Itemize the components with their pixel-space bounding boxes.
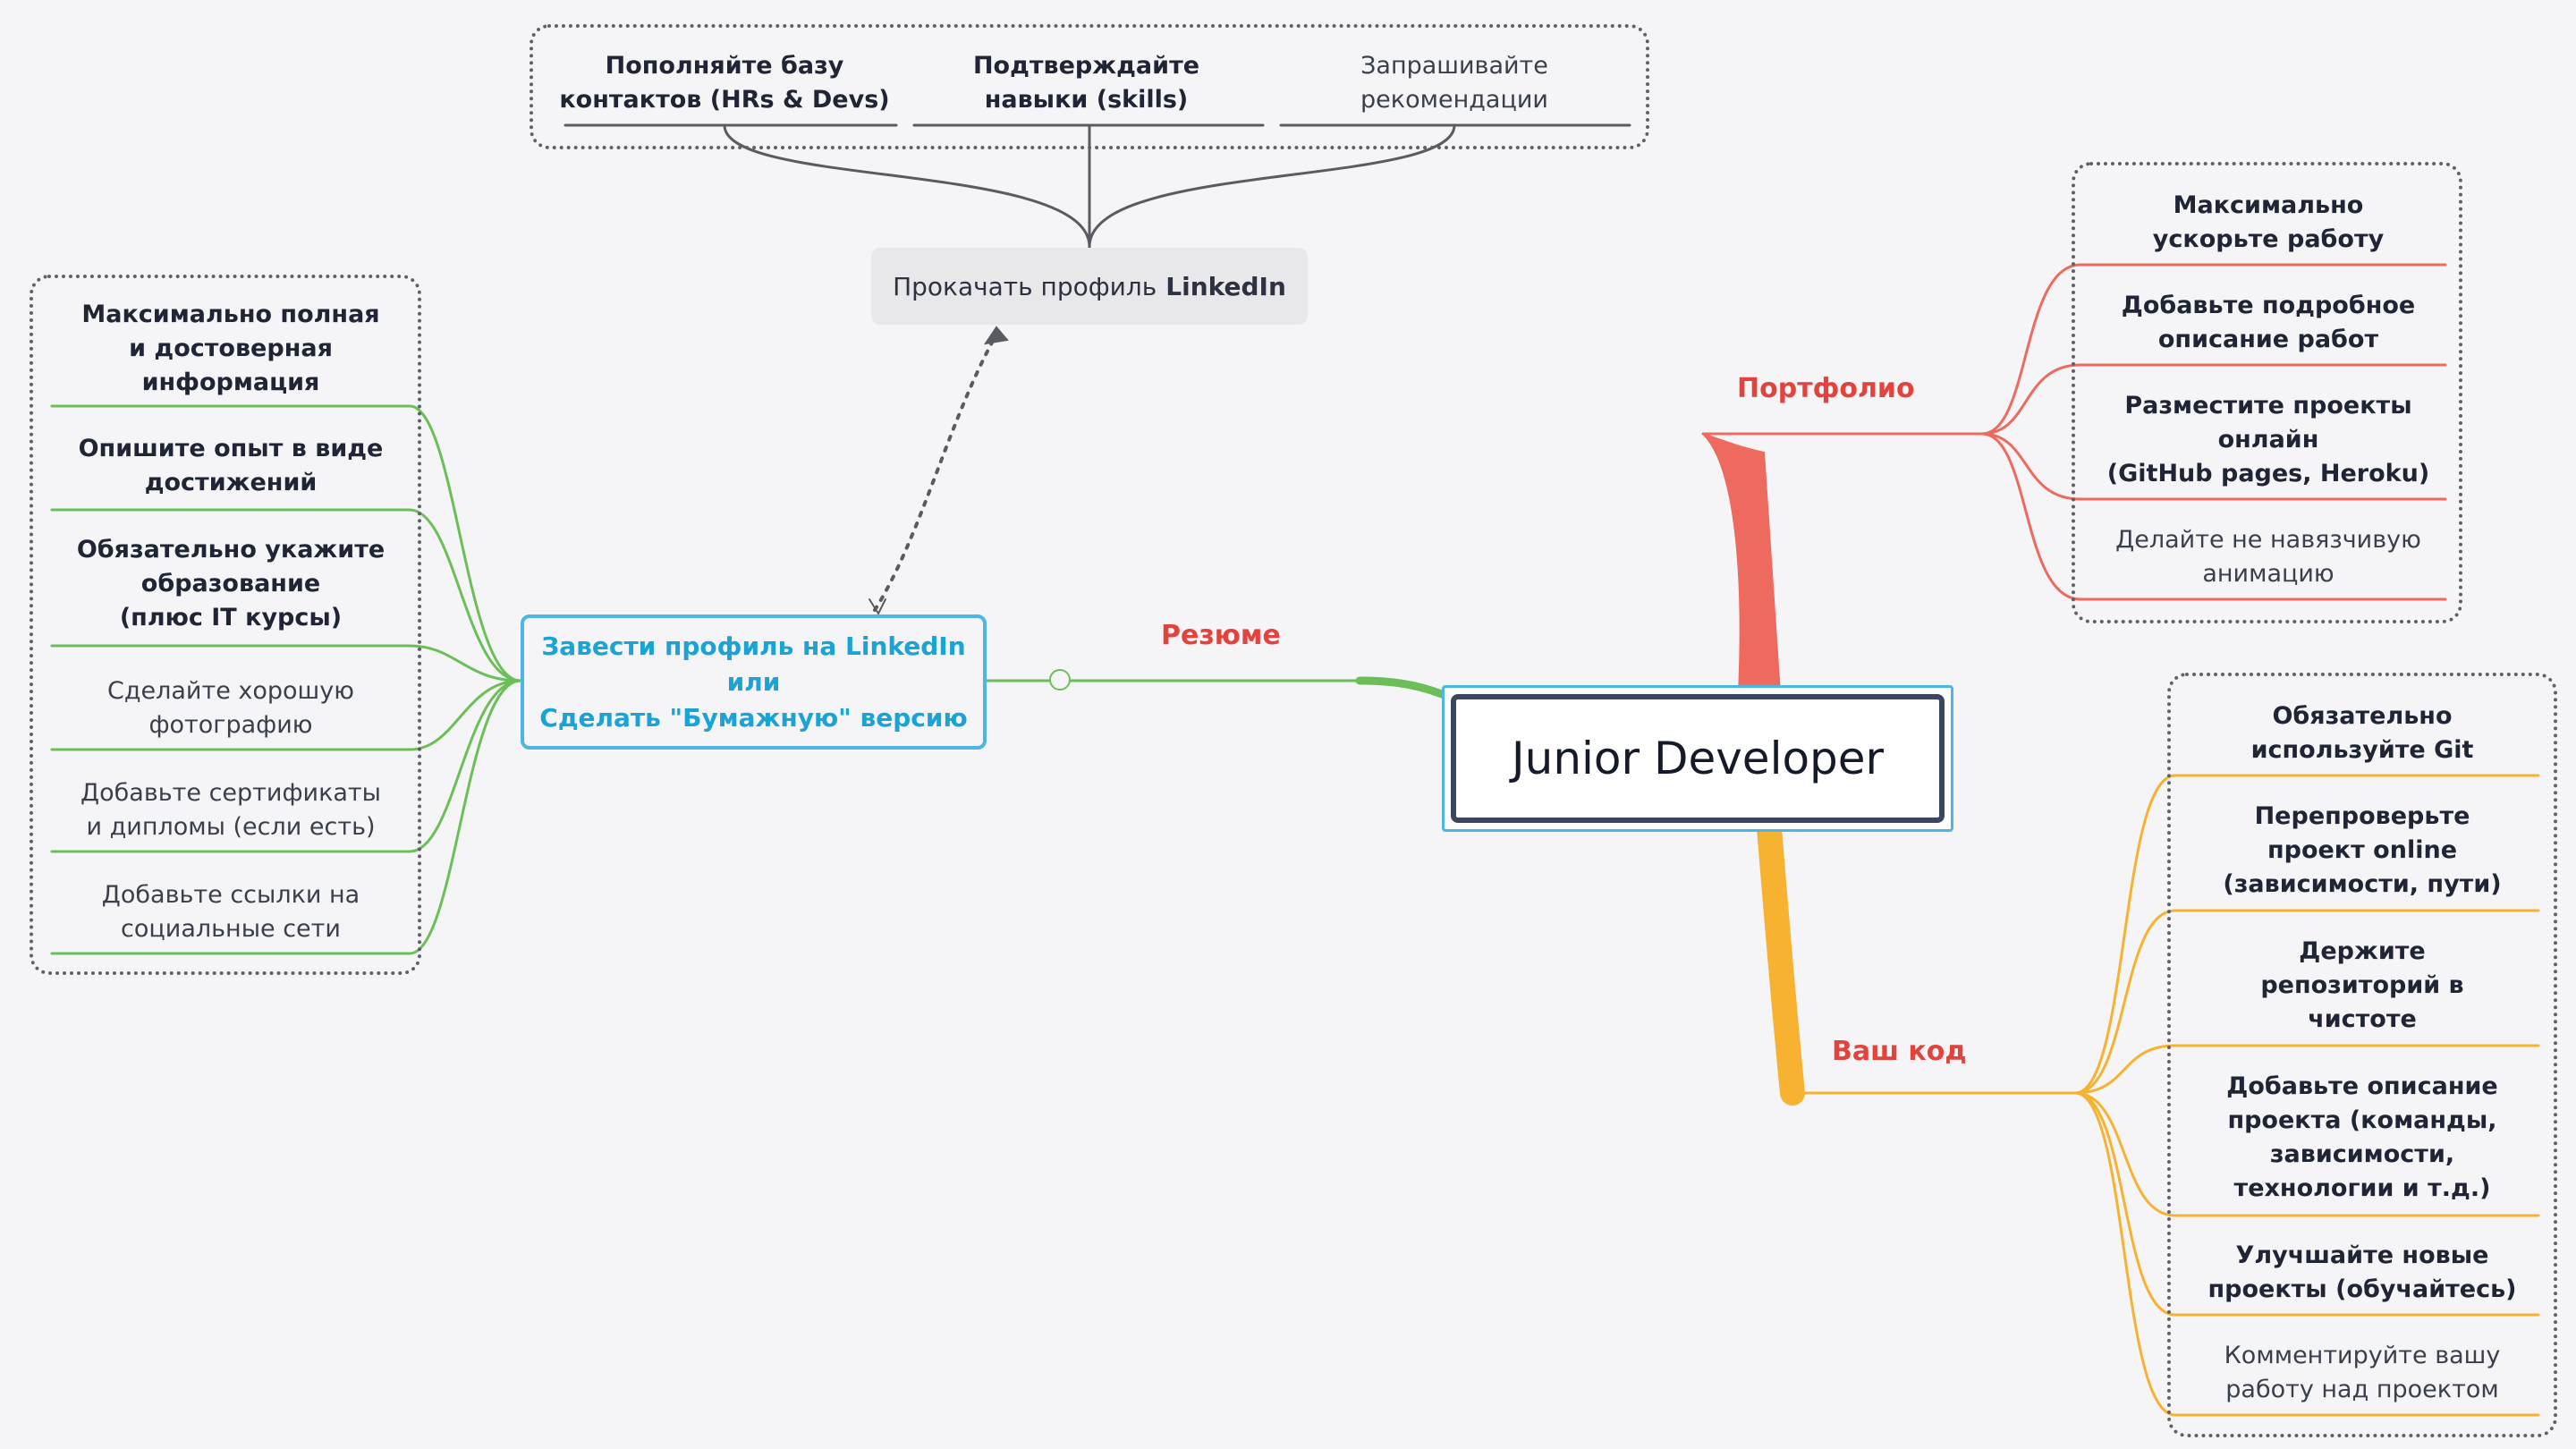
code-tip-connector [2073,1091,2177,1417]
portfolio-tip-description[interactable]: Добавьте подробное описание работ [2121,292,2416,353]
code-tip-clean-repo[interactable]: Держите репозиторий в чистоте [2260,937,2464,1033]
central-topic-label: Junior Developer [1511,733,1885,784]
linkedin-node-prefix: Прокачать профиль [893,271,1157,301]
code-tip-improve[interactable]: Улучшайте новые проекты (обучайтесь) [2207,1241,2517,1303]
code-tip-connector [2073,1091,2177,1217]
resume-tip-education[interactable]: Обязательно укажите образование (плюс IT… [76,536,386,631]
resume-node-label: Завести профиль на LinkedIn или Сделать … [539,631,968,733]
portfolio-tip-connector [1980,432,2082,501]
code-tips-group [2167,673,2557,1437]
resume-tip-connector [408,679,522,853]
resume-branch-label[interactable]: Резюме [1161,620,1281,651]
portfolio-tip-speed[interactable]: Максимально ускорьте работу [2152,191,2385,253]
resume-tip-photo[interactable]: Сделайте хорошую фотографию [107,677,354,739]
resume-tip-connector [408,508,522,682]
code-tip-connector [2073,774,2177,1095]
code-tip-git[interactable]: Обязательно используйте Git [2250,702,2474,764]
portfolio-tip-online[interactable]: Разместите проекты онлайн (GitHub pages,… [2106,392,2430,487]
resume-arrow-tail [869,598,886,616]
linkedin-tip-skills[interactable]: Подтверждайте навыки (skills) [972,52,1200,114]
resume-tip-social-links[interactable]: Добавьте ссылки на социальные сети [101,881,360,943]
linkedin-dotted-arrow [873,331,999,612]
code-tip-connector [2073,1044,2177,1095]
resume-tip-full-info[interactable]: Максимально полная и достоверная информа… [81,301,380,396]
resume-tip-connector [408,404,522,682]
code-tip-connector [2073,1091,2177,1317]
code-tip-connector [2073,909,2177,1095]
linkedin-node-bold: LinkedIn [1165,271,1286,301]
resume-tips-group [30,275,421,975]
portfolio-tip-animation[interactable]: Делайте не навязчивую анимацию [2115,526,2421,588]
linkedin-arrowhead [983,326,1009,345]
linkedin-tip-recommendations[interactable]: Запрашивайте рекомендации [1360,52,1548,114]
portfolio-tip-connector [1980,363,2082,436]
resume-collapse-toggle[interactable] [1049,669,1071,691]
resume-branch-main [1355,676,1457,703]
linkedin-tip-contacts[interactable]: Пополняйте базу контактов (HRs & Devs) [559,52,890,114]
central-topic[interactable]: Junior Developer [1451,694,1945,823]
resume-node[interactable]: Завести профиль на LinkedIn или Сделать … [521,614,987,750]
code-tip-comments[interactable]: Комментируйте вашу работу над проектом [2224,1342,2501,1403]
code-branch-label[interactable]: Ваш код [1832,1036,1967,1067]
portfolio-tip-connector [1980,432,2082,601]
resume-tip-achievements[interactable]: Опишите опыт в виде достижений [78,435,384,496]
portfolio-tips-group [2072,162,2462,623]
code-branch-main [1757,816,1805,1106]
code-tip-readme[interactable]: Добавьте описание проекта (команды, зави… [2226,1072,2498,1202]
resume-tip-connector [408,679,522,955]
linkedin-profile-node[interactable]: Прокачать профиль LinkedIn [871,248,1308,325]
resume-tip-certificates[interactable]: Добавьте сертификаты и дипломы (если ест… [80,779,381,841]
portfolio-branch-label[interactable]: Портфолио [1737,373,1915,404]
code-tip-recheck-online[interactable]: Перепроверьте проект online (зависимости… [2223,802,2502,898]
linkedin-tips-group [530,24,1649,149]
resume-tip-connector [408,679,522,751]
portfolio-branch-main [1702,433,1782,694]
portfolio-tip-connector [1980,263,2082,436]
resume-tip-connector [408,644,522,682]
